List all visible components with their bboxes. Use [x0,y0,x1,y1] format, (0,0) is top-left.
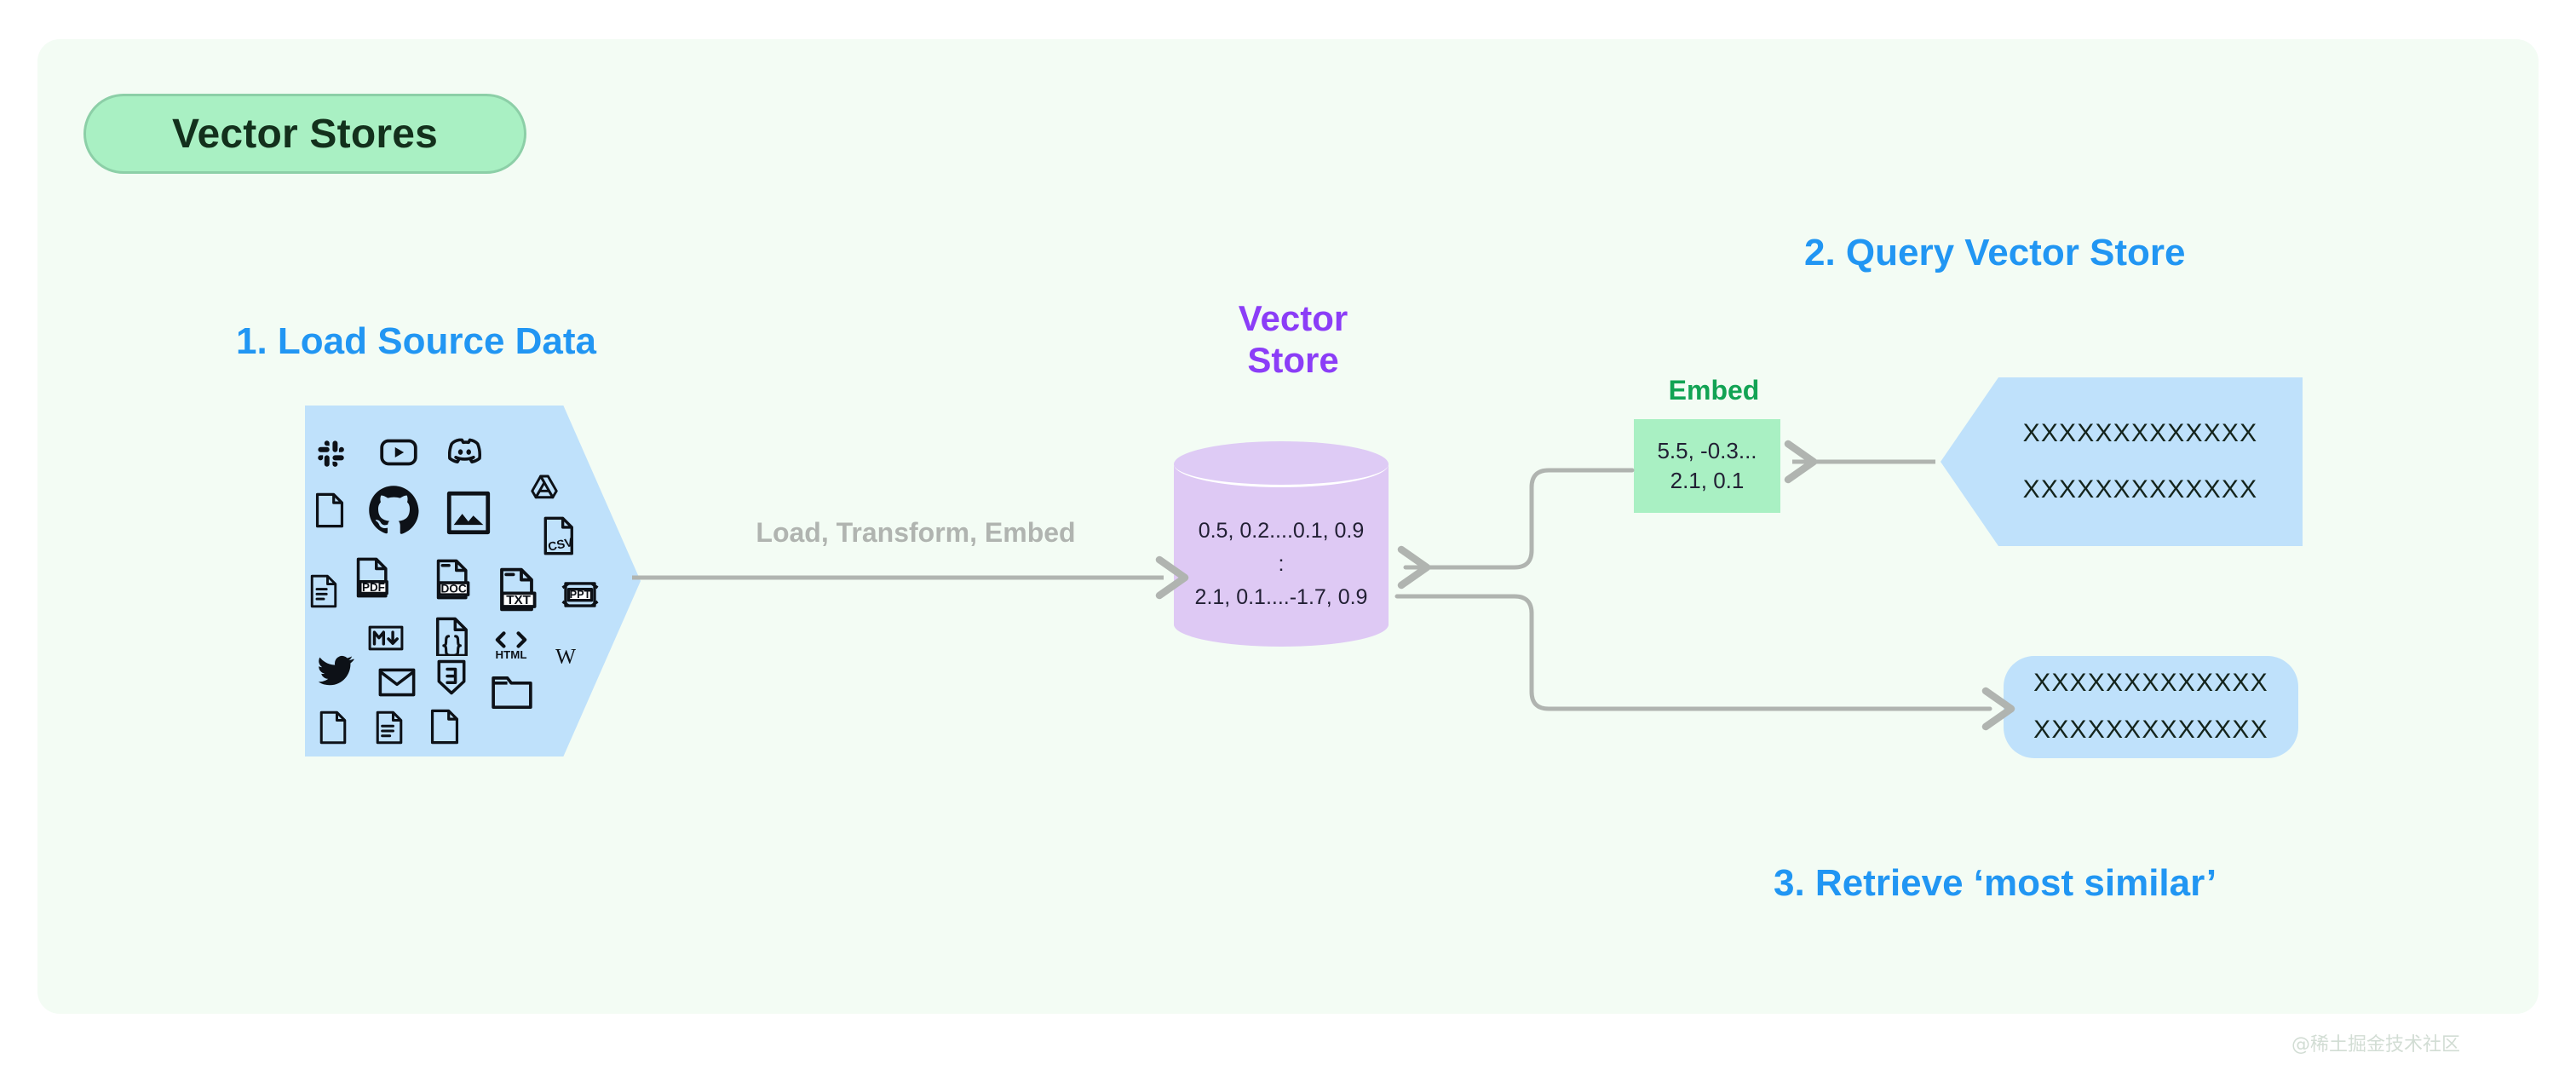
source-icon-grid: CSV PDF DOC TXT [305,406,641,756]
html-icon: HTML [491,629,532,661]
svg-text:PPT: PPT [570,588,591,601]
step-3-heading: 3. Retrieve ‘most similar’ [1774,862,2217,904]
watermark: @稀土掘金技术社区 [2291,1034,2461,1056]
vector-store-title-line2: Store [1247,339,1339,380]
cylinder-vector-rows: 0.5, 0.2....0.1, 0.9 : 2.1, 0.1....-1.7,… [1174,515,1389,613]
email-icon [378,668,416,697]
cylinder-body [1174,463,1389,625]
embed-label: Embed [1668,375,1760,406]
file-lines-icon [310,574,337,608]
vector-store-title-line1: Vector [1238,298,1348,338]
query-text-line2: XXXXXXXXXXXXX [2022,475,2258,503]
cylinder-row-1: 0.5, 0.2....0.1, 0.9 [1198,519,1365,543]
retrieved-result-box: XXXXXXXXXXXXX XXXXXXXXXXXXX [2004,656,2298,758]
file-doc-icon: DOC [434,559,474,600]
file-pdf-icon: PDF [354,557,394,598]
cylinder-bottom [1174,602,1389,647]
step-1-heading: 1. Load Source Data [236,320,597,362]
folder-icon [491,675,533,710]
svg-text:HTML: HTML [496,648,527,661]
step-2-heading: 2. Query Vector Store [1804,232,2186,273]
cylinder-row-2: : [1278,551,1285,576]
github-icon [368,484,419,535]
google-drive-icon [530,474,559,501]
embed-value-line1: 5.5, -0.3... [1657,438,1757,464]
file-blank2-icon [319,710,348,745]
image-icon [446,491,491,535]
query-text-line1: XXXXXXXXXXXXX [2022,419,2258,447]
cylinder-top [1174,441,1389,487]
markdown-icon [368,625,404,651]
title-badge: Vector Stores [83,94,526,174]
embed-box: 5.5, -0.3... 2.1, 0.1 [1634,419,1780,513]
file-text-icon [375,710,404,745]
file-blank3-icon [429,709,460,745]
twitter-icon [317,654,354,687]
result-text-line1: XXXXXXXXXXXXX [2033,669,2268,698]
svg-text:PDF: PDF [362,581,385,594]
embed-value-line2: 2.1, 0.1 [1670,468,1745,493]
pipeline-label: Load, Transform, Embed [756,517,1076,548]
query-input-shape: XXXXXXXXXXXXX XXXXXXXXXXXXX [1941,377,2303,546]
file-csv-icon: CSV [542,516,579,555]
svg-text:DOC: DOC [440,582,466,595]
file-ppt-icon: PPT [561,576,600,613]
vector-store-cylinder: 0.5, 0.2....0.1, 0.9 : 2.1, 0.1....-1.7,… [1174,441,1389,647]
file-txt-icon: TXT [497,567,540,612]
slack-icon [317,440,346,469]
youtube-icon [380,438,417,467]
css3-icon [436,659,467,695]
result-text-line2: XXXXXXXXXXXXX [2033,716,2268,744]
wikipedia-icon: W [550,642,581,668]
file-code-icon [434,617,470,656]
cylinder-row-3: 2.1, 0.1....-1.7, 0.9 [1194,584,1368,609]
svg-text:CSV: CSV [547,536,575,555]
title-badge-label: Vector Stores [171,111,439,157]
discord-icon [448,436,484,465]
svg-text:W: W [555,644,577,668]
vector-store-title: Vector Store [1182,298,1404,381]
svg-text:TXT: TXT [506,593,531,607]
file-blank-icon [315,492,344,528]
